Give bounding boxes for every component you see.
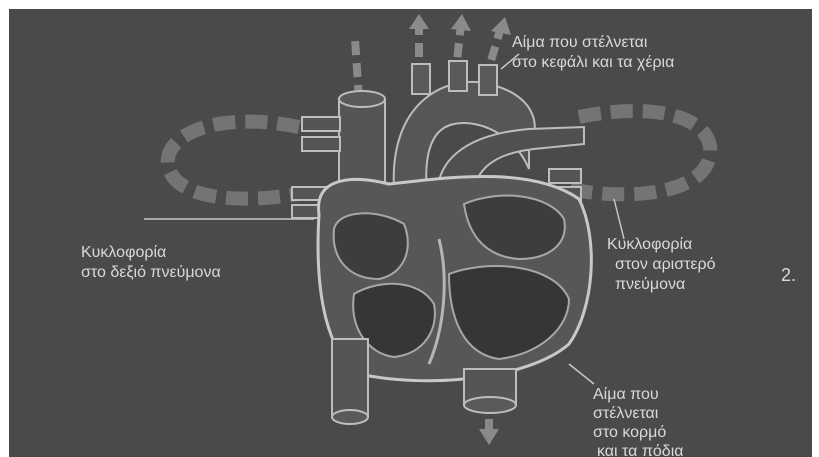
heart-diagram (9, 9, 812, 457)
trunk-legs-arrowhead (479, 429, 499, 445)
left-lung-loop-arrow (569, 111, 710, 194)
label-left-lung: Κυκλοφορία στον αριστερό πνεύμονα (607, 235, 716, 295)
aortic-branches (412, 61, 497, 95)
label-right-lung: Κυκλοφορία στο δεξιό πνεύμονα (81, 243, 221, 283)
heart-diagram-photo: Αίμα που στέλνεται στο κεφάλι και τα χέρ… (9, 9, 812, 457)
label-head-arms: Αίμα που στέλνεται στο κεφάλι και τα χέρ… (512, 33, 674, 73)
figure-number: 2. (781, 265, 796, 285)
label-trunk-legs: Αίμα που στέλνεται στο κορμό και τα πόδι… (593, 385, 684, 457)
inferior-vena-cava (332, 339, 368, 417)
right-lung-loop-arrow (168, 122, 299, 199)
